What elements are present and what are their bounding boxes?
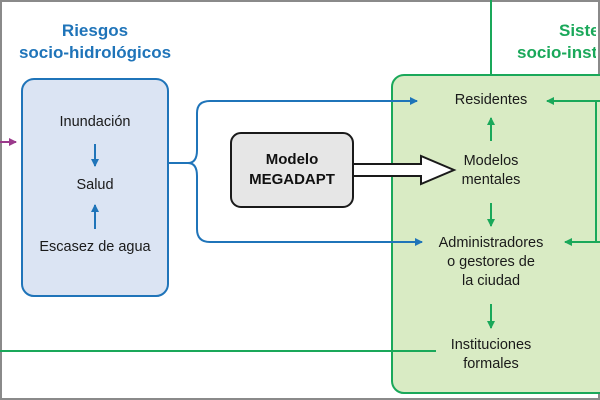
model-label: Modelo MEGADAPT: [231, 150, 353, 190]
instituciones-label: Instituciones formales: [413, 336, 569, 374]
administradores-label: Administradores o gestores de la ciudad: [413, 234, 569, 291]
instituciones-line1: Instituciones: [450, 337, 532, 353]
risks-box: [21, 78, 169, 297]
socio-institutional-title-line1: Siste: [559, 21, 596, 40]
bracket-connector: [168, 97, 418, 164]
salud-label: Salud: [76, 177, 114, 193]
modelos-mentales-label: Modelos mentales: [413, 152, 569, 190]
bracket-connector-lower: [187, 162, 423, 246]
escasez-label: Escasez de agua: [39, 239, 151, 255]
administradores-line2: o gestores de: [447, 254, 535, 270]
administradores-line1: Administradores: [438, 235, 544, 251]
modelos-mentales-line1: Modelos: [463, 153, 519, 169]
administradores-line3: la ciudad: [461, 273, 521, 289]
modelos-mentales-line2: mentales: [461, 172, 521, 188]
model-label-line1: Modelo: [265, 151, 319, 168]
residentes-label: Residentes: [454, 92, 528, 108]
socio-institutional-title: Siste socio-inst: [500, 20, 596, 66]
risks-title: Riesgos socio-hidrológicos: [10, 20, 180, 64]
model-to-mental-models-arrow: [352, 154, 457, 186]
inundacion-label: Inundación: [59, 114, 131, 130]
socio-institutional-title-line2: socio-inst: [517, 43, 596, 62]
socio-institutional-box: [391, 74, 600, 394]
model-label-line2: MEGADAPT: [249, 171, 335, 188]
risks-title-line1: Riesgos: [61, 21, 129, 40]
risks-title-line2: socio-hidrológicos: [18, 43, 172, 62]
instituciones-line2: formales: [463, 356, 519, 372]
